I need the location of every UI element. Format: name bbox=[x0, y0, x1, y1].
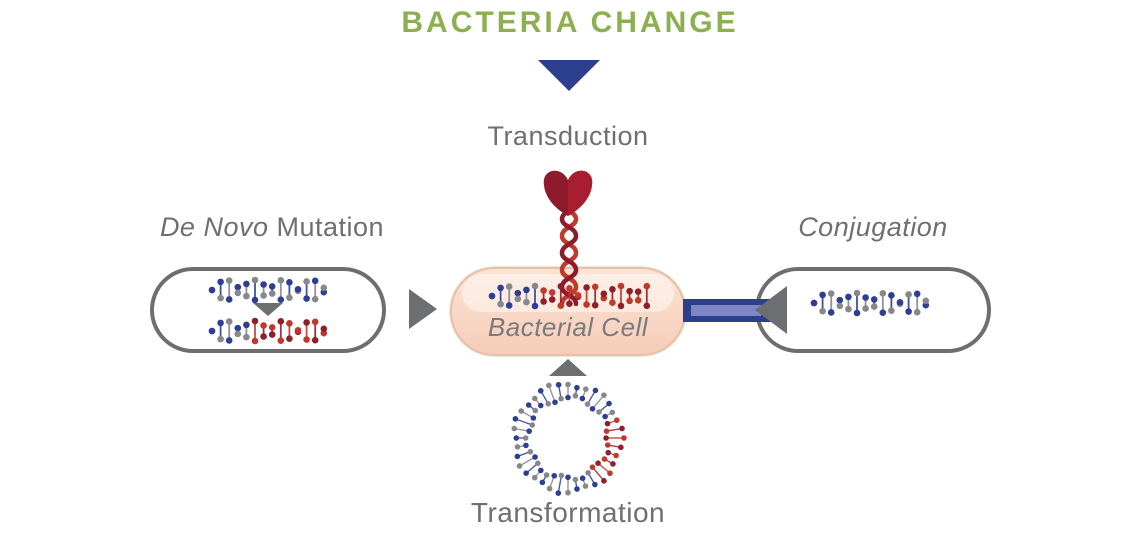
pilus-core bbox=[691, 305, 761, 316]
page-title: BACTERIA CHANGE bbox=[401, 6, 739, 39]
conjugation-label: Conjugation bbox=[798, 212, 948, 242]
transduction-label: Transduction bbox=[487, 121, 649, 151]
conjugation-cell bbox=[755, 267, 991, 353]
right-arrow-icon bbox=[409, 289, 437, 329]
mutation-label-italic: De Novo bbox=[159, 212, 269, 242]
bacterial-cell bbox=[450, 267, 686, 356]
down-arrow-icon bbox=[538, 60, 600, 91]
transformation-label: Transformation bbox=[470, 497, 666, 528]
phage-head-icon bbox=[543, 170, 593, 216]
plasmid-icon bbox=[511, 381, 627, 496]
dna-donor-icon bbox=[810, 289, 930, 317]
dna-cell-icon bbox=[488, 282, 651, 310]
mutation-label-regular: Mutation bbox=[268, 212, 385, 242]
up-arrow-icon bbox=[549, 359, 587, 376]
mutation-change-arrow-icon bbox=[253, 303, 283, 316]
dna-original-icon bbox=[208, 276, 328, 304]
dna-mutated-icon bbox=[208, 317, 328, 345]
mutation-label: De Novo Mutation bbox=[110, 212, 434, 243]
bacterial-cell-label: Bacterial Cell bbox=[487, 312, 649, 342]
left-arrow-icon bbox=[755, 286, 787, 334]
